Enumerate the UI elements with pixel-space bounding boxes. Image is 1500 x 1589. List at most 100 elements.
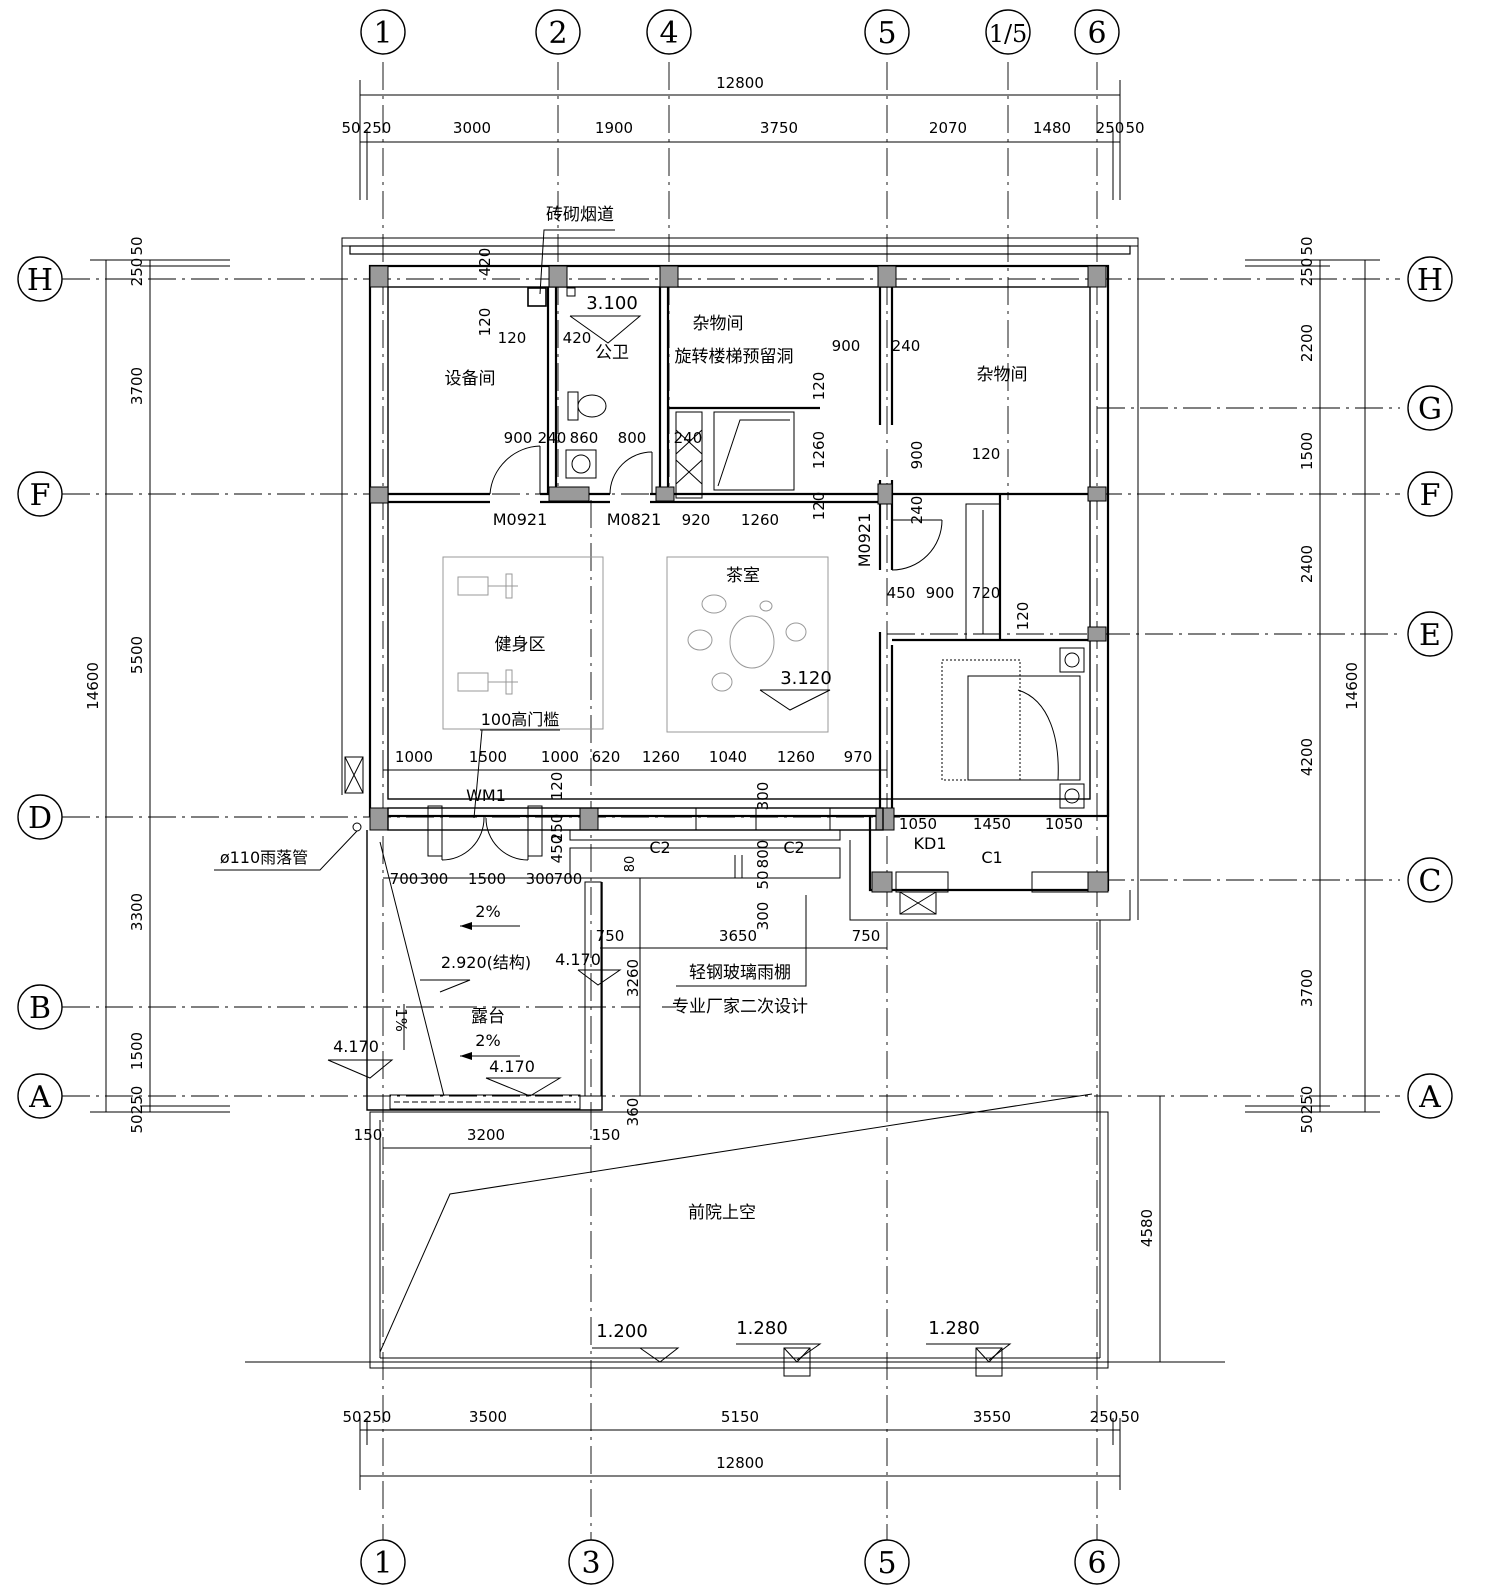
slopes: 2% 2% 1% [392, 902, 520, 1060]
note-downpipe: ø110雨落管 [220, 848, 308, 867]
axis-label-bottom-1: 1 [373, 1546, 392, 1581]
window-c2b: C2 [783, 838, 804, 857]
elev-t2: 4.170 [333, 1037, 379, 1056]
axis-bubble-left-B [17, 984, 63, 1030]
door-wm1: WM1 [466, 786, 506, 805]
axis-bubble-bottom-1 [360, 1539, 406, 1585]
room-tea: 茶室 [726, 566, 760, 586]
axis-bubble-top-4 [646, 9, 692, 55]
axis-bubble-top-5 [864, 9, 910, 55]
sd-1040: 1040 [709, 748, 747, 766]
axis-bubble-bottom-5 [864, 1539, 910, 1585]
notes: 砖砌烟道 100高门槛 ø110雨落管 轻钢玻璃雨棚 专业厂家二次设计 [214, 205, 808, 1017]
sd-3200: 3200 [467, 1126, 505, 1144]
dim-left-50a: 50 [128, 236, 146, 255]
dim-bottom-250b: 250 [1090, 1408, 1119, 1426]
dim-right-total: 14600 [1343, 662, 1361, 710]
toilet-icon [567, 391, 579, 421]
dim-top-3750: 3750 [760, 119, 798, 137]
axis-bubble-right-H [1407, 256, 1453, 302]
room-terrace: 露台 [471, 1007, 505, 1027]
dim-bottom-250a: 250 [363, 1408, 392, 1426]
axis-bubbles: 1 2 4 5 1/5 6 1 3 5 6 H F D B A H G [17, 9, 1453, 1585]
stair-hole-box [713, 411, 795, 491]
sd-240a: 240 [892, 337, 921, 355]
sd-120a: 120 [476, 308, 494, 337]
sd-900a: 900 [832, 337, 861, 355]
axis-label-bottom-6: 6 [1087, 1546, 1106, 1581]
axis-bubble-right-F [1407, 471, 1453, 517]
sd-360: 360 [624, 1098, 642, 1127]
dim-top-250a: 250 [363, 119, 392, 137]
axis-label-top-2: 2 [548, 16, 567, 51]
elev-t1: 4.170 [555, 950, 601, 969]
door-labels: M0921 M0821 M0921 WM1 C2 C2 C1 KD1 [466, 510, 1003, 867]
sd-700b: 700 [554, 870, 583, 888]
tea-area-box [666, 556, 829, 733]
dim-left-total: 14600 [84, 662, 102, 710]
sd-150a: 150 [354, 1126, 383, 1144]
axis-label-top-6: 6 [1087, 16, 1106, 51]
sd-300c: 300 [420, 870, 449, 888]
sd-240c: 240 [674, 429, 703, 447]
gym-equipment-icon [457, 573, 518, 695]
room-labels: 设备间 公卫 杂物间 旋转楼梯预留洞 杂物间 健身区 茶室 露台 前院上空 [445, 314, 1028, 1223]
axis-bubble-bottom-6 [1074, 1539, 1120, 1585]
sd-1500b: 1500 [468, 870, 506, 888]
axis-label-top-4: 4 [659, 16, 678, 51]
sd-420a: 420 [476, 248, 494, 277]
axis-label-top-5: 5 [877, 16, 896, 51]
sd-1450: 1450 [973, 815, 1011, 833]
axis-label-bottom-3: 3 [581, 1546, 600, 1581]
door-kd1: KD1 [914, 834, 947, 853]
axis-bubble-left-A [17, 1073, 63, 1119]
axis-bubble-left-F [17, 471, 63, 517]
room-storage1: 杂物间 [693, 314, 744, 334]
sd-900d: 900 [926, 584, 955, 602]
sd-1260b: 1260 [741, 511, 779, 529]
axis-label-bottom-5: 5 [877, 1546, 896, 1581]
sd-900c: 900 [908, 441, 926, 470]
dim-top-3000: 3000 [453, 119, 491, 137]
sd-1050a: 1050 [899, 815, 937, 833]
wardrobe [965, 503, 1001, 641]
sd-450b: 450 [548, 835, 566, 864]
sd-750a: 750 [596, 927, 625, 945]
elev-terrace-struct: 2.920(结构) [441, 953, 531, 972]
axis-bubble-top-6 [1074, 9, 1120, 55]
dim-left-1500: 1500 [128, 1032, 146, 1070]
note-flue: 砖砌烟道 [546, 205, 614, 225]
axis-label-left-D: D [28, 801, 52, 836]
dim-left-50b: 50 [128, 1114, 146, 1133]
sd-3650: 3650 [719, 927, 757, 945]
dim-right-250b: 250 [1298, 1086, 1316, 1115]
axis-bubble-right-E [1407, 611, 1453, 657]
room-equipment: 设备间 [445, 369, 496, 389]
dim-left-3300: 3300 [128, 893, 146, 931]
axis-label-left-A: A [28, 1080, 51, 1115]
elev-y2: 1.280 [736, 1318, 788, 1339]
axis-bubble-right-G [1407, 385, 1453, 431]
sd-970: 970 [844, 748, 873, 766]
room-front-yard: 前院上空 [688, 1203, 756, 1223]
axis-bubble-left-D [17, 794, 63, 840]
elev-wc: 3.100 [586, 293, 638, 314]
sd-80: 80 [623, 856, 638, 873]
door-m0821: M0821 [607, 510, 662, 529]
sd-800a: 800 [618, 429, 647, 447]
elevation-texts: 3.100 3.120 2.920(结构) 4.170 4.170 4.170 … [333, 293, 980, 1342]
dim-top-2070: 2070 [929, 119, 967, 137]
tea-stone-icon [687, 594, 807, 692]
dim-bottom-total: 12800 [716, 1454, 764, 1472]
sd-3260: 3260 [624, 959, 642, 997]
dim-right-4200: 4200 [1298, 738, 1316, 776]
axis-label-left-F: F [30, 478, 51, 513]
sd-250: 250 [548, 814, 566, 843]
sd-750b: 750 [852, 927, 881, 945]
elev-tea: 3.120 [780, 668, 832, 689]
sd-700a: 700 [390, 870, 419, 888]
sd-50: 50 [754, 870, 772, 889]
axis-bubble-right-C [1407, 857, 1453, 903]
grid-lines [62, 62, 1400, 1540]
